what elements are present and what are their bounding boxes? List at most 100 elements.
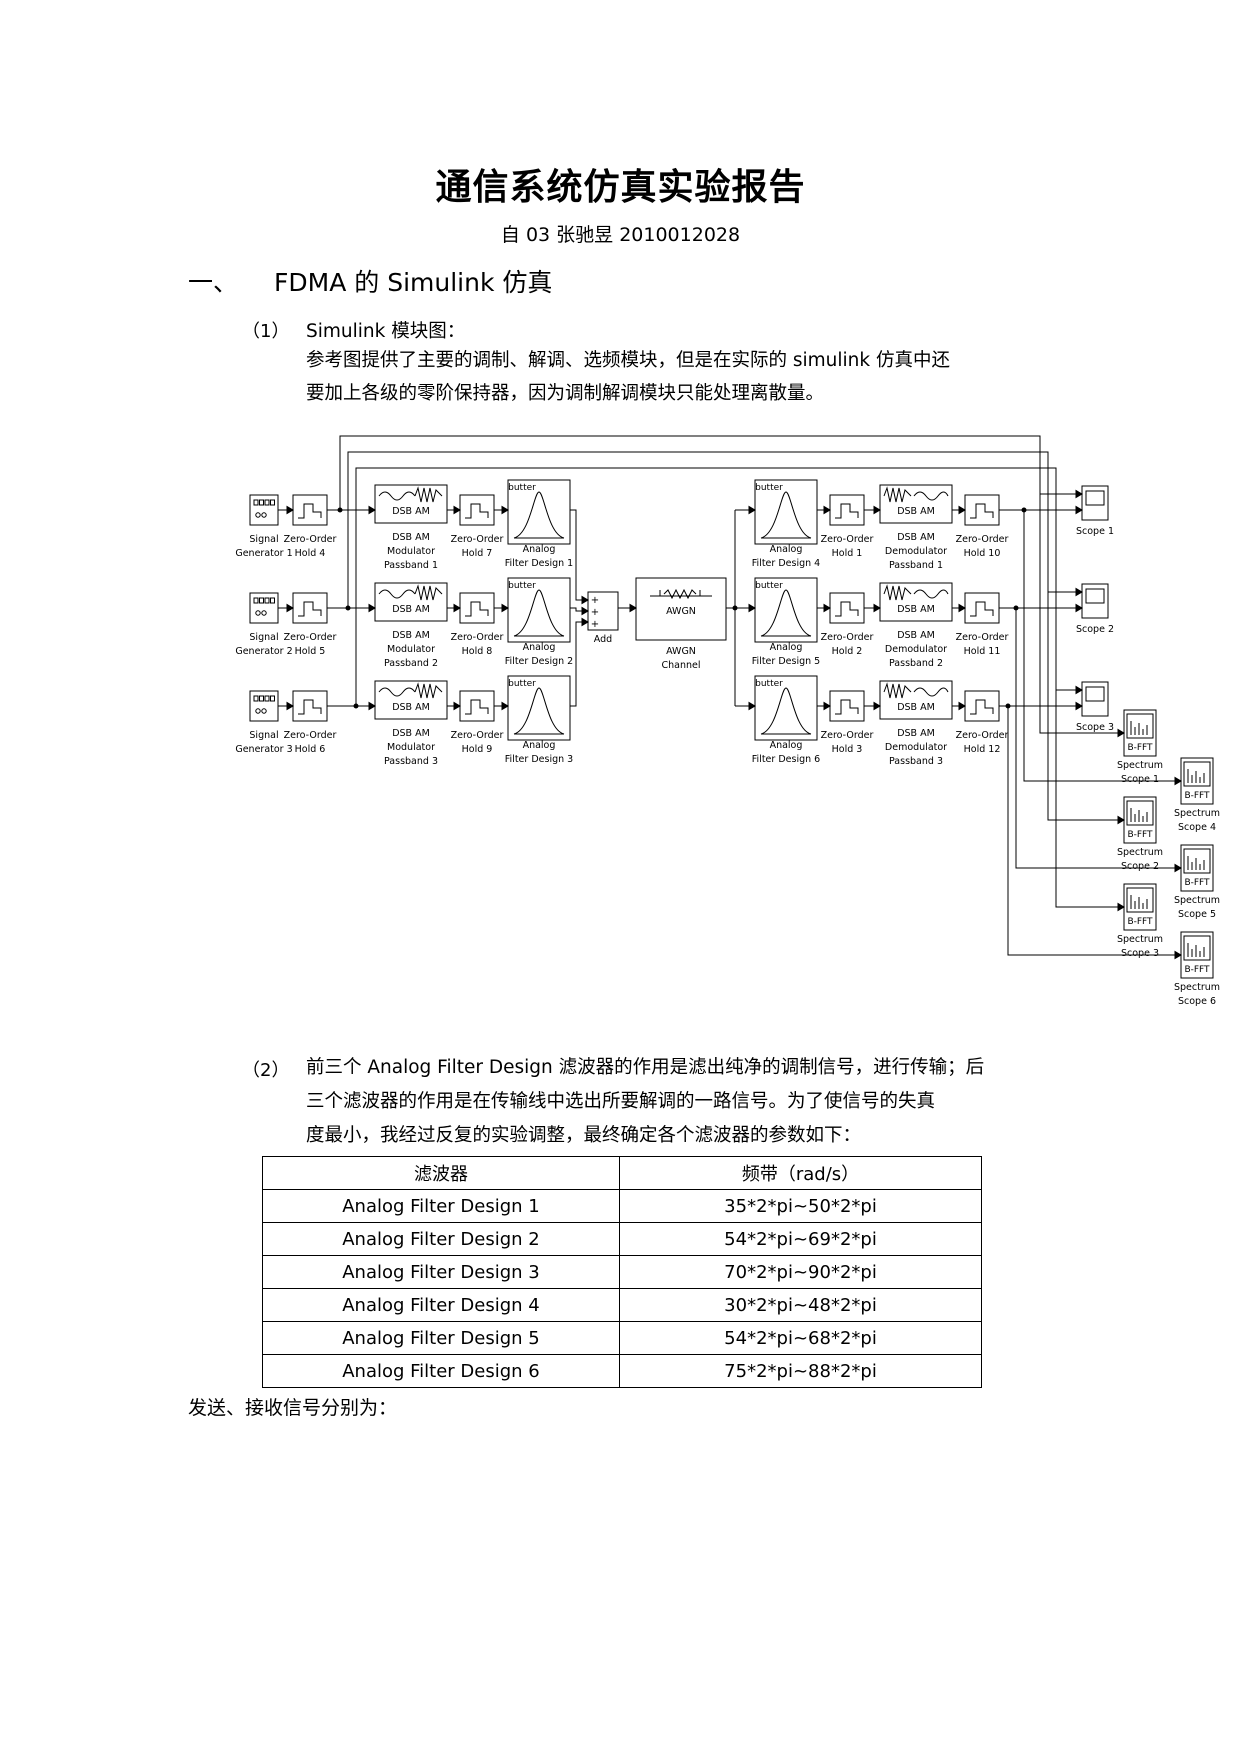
arrow-head [1075, 685, 1083, 695]
demodulator-inner-label: DSB AM [897, 506, 935, 517]
zoh-out-label: Zero-Order [956, 632, 1009, 643]
demodulator-inner-label: DSB AM [897, 604, 935, 615]
zoh-rx-icon [835, 699, 859, 715]
filter-band: 70*2*pi~90*2*pi [619, 1255, 982, 1289]
modulator-inner-label: DSB AM [392, 702, 430, 713]
zoh-out-label: Zero-Order [956, 534, 1009, 545]
arrow-head [1117, 902, 1125, 912]
junction-dot [337, 507, 343, 513]
zoh-out-block [964, 690, 1000, 722]
demodulator-label: Demodulator [885, 546, 947, 557]
arrow-head [1174, 950, 1182, 960]
zoh-mid-label: Zero-Order [451, 632, 504, 643]
signal-line [1047, 592, 1124, 821]
awgn-label: AWGN [666, 646, 696, 657]
awgn-icon [699, 590, 712, 597]
section-title: FDMA 的 Simulink 仿真 [274, 268, 553, 297]
arrow-head [823, 603, 831, 613]
arrow-head [873, 505, 881, 515]
spectrum-scope-inner-label: B-FFT [1184, 878, 1210, 888]
zoh-tx-block [292, 592, 328, 624]
zoh-tx-label: Hold 6 [295, 744, 326, 755]
signal-generator-label: Generator 1 [235, 548, 292, 559]
signal-line [1055, 690, 1124, 908]
modulator-label: Modulator [387, 644, 435, 655]
filter-rx-curve-icon [760, 687, 812, 735]
scope-label: Scope 2 [1076, 624, 1114, 635]
arrow-head [629, 603, 637, 613]
junction-dot [1021, 507, 1027, 513]
signal-generator-icon [253, 499, 259, 506]
signal-line [1007, 706, 1181, 956]
demodulator-label: Passband 3 [889, 756, 943, 767]
zoh-out-block [964, 494, 1000, 526]
add-sign: + [591, 595, 599, 606]
spectrum-scope-label: Scope 2 [1121, 861, 1159, 872]
item1-line1: 参考图提供了主要的调制、解调、选频模块，但是在实际的 simulink 仿真中还 [306, 350, 951, 371]
filter-band: 75*2*pi~88*2*pi [619, 1354, 982, 1388]
modulator-noise-icon [414, 584, 443, 601]
modulator-label: DSB AM [392, 532, 430, 543]
filter-rx-label: Filter Design 5 [752, 656, 820, 667]
item1-label: Simulink 模块图： [306, 321, 466, 342]
zoh-rx-label: Hold 3 [832, 744, 863, 755]
filter-rx-inner-label: butter [755, 483, 783, 493]
signal-generator-label: Signal [249, 632, 278, 643]
zoh-mid-icon [465, 503, 489, 519]
add-sign: + [591, 619, 599, 630]
arrow-head [1174, 863, 1182, 873]
zoh-tx-block [292, 690, 328, 722]
demodulator-inner-label: DSB AM [897, 702, 935, 713]
spectrum-scope-inner-label: B-FFT [1127, 917, 1153, 927]
zoh-rx-block [829, 592, 865, 624]
spectrum-scope-label: Scope 5 [1178, 909, 1216, 920]
filter-name: Analog Filter Design 6 [262, 1354, 620, 1388]
filter-tx-curve-icon [513, 687, 565, 735]
add-sign: + [591, 607, 599, 618]
zoh-rx-label: Zero-Order [821, 632, 874, 643]
zoh-rx-label: Hold 1 [832, 548, 863, 559]
arrow-head [368, 701, 376, 711]
filter-rx-curve-icon [760, 589, 812, 637]
filter-name: Analog Filter Design 3 [262, 1255, 620, 1289]
scope-label: Scope 1 [1076, 526, 1114, 537]
filter-tx-inner-label: butter [508, 679, 536, 689]
demodulator-label: DSB AM [897, 630, 935, 641]
filter-tx-block [507, 577, 571, 643]
signal-line [347, 451, 1082, 608]
arrow-head [958, 603, 966, 613]
arrow-head [453, 603, 461, 613]
closing-sentence: 发送、接收信号分别为： [188, 1397, 398, 1419]
arrow-head [501, 603, 509, 613]
arrow-head [1117, 815, 1125, 825]
signal-line [1039, 494, 1124, 734]
zoh-mid-label: Hold 9 [462, 744, 493, 755]
junction-dot [1013, 605, 1019, 611]
zoh-mid-block [459, 494, 495, 526]
arrow-head [581, 617, 589, 627]
junction-dot [732, 605, 738, 611]
item1-number: （1） [242, 321, 290, 342]
demodulator-label: Passband 1 [889, 560, 943, 571]
demodulator-block [879, 680, 953, 720]
spectrum-scope-label: Scope 6 [1178, 996, 1216, 1007]
filter-name: Analog Filter Design 2 [262, 1222, 620, 1256]
arrow-head [581, 606, 589, 616]
spectrum-scope-label: Spectrum [1174, 808, 1220, 819]
modulator-noise-icon [414, 486, 443, 503]
zoh-out-icon [970, 601, 994, 617]
signal-generator-icon [255, 512, 261, 518]
filter-rx-inner-label: butter [755, 581, 783, 591]
arrow-head [748, 603, 756, 613]
signal-line [355, 467, 1082, 706]
arrow-head [823, 701, 831, 711]
zoh-mid-icon [465, 699, 489, 715]
author-line: 自 03 张驰昱 2010012028 [500, 224, 741, 246]
zoh-rx-label: Zero-Order [821, 730, 874, 741]
zoh-out-label: Zero-Order [956, 730, 1009, 741]
header-filter: 滤波器 [262, 1156, 620, 1190]
filter-rx-label: Analog [770, 544, 803, 555]
junction-dot [1005, 703, 1011, 709]
modulator-block [374, 582, 448, 622]
